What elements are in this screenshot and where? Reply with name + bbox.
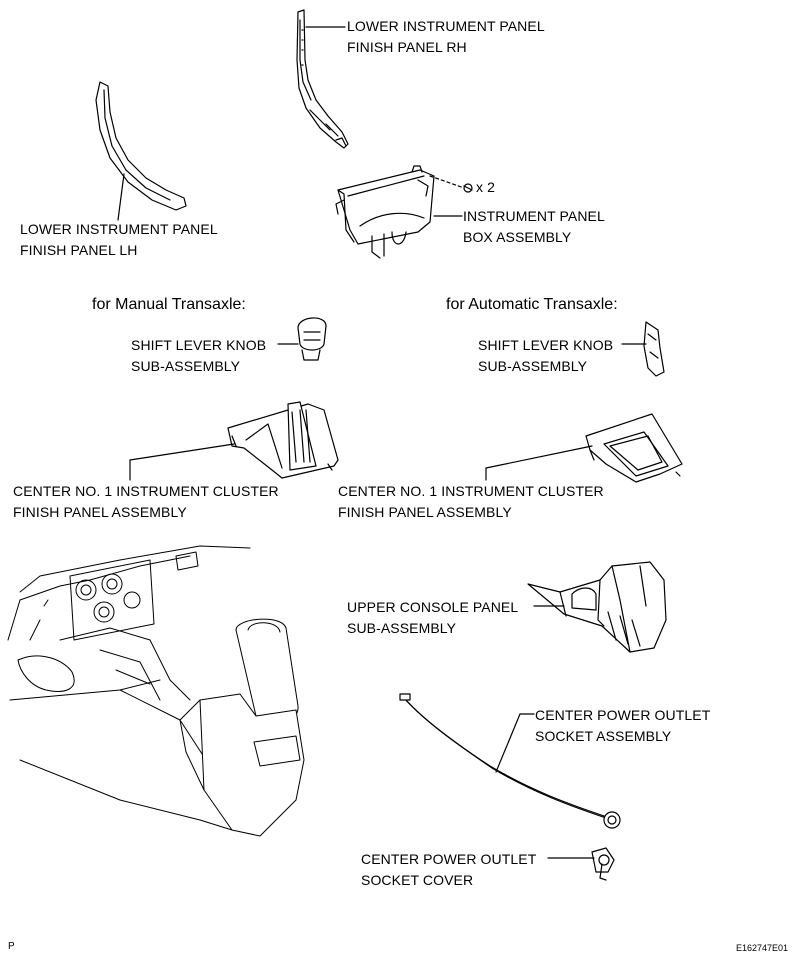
label-cluster-auto-line2: FINISH PANEL ASSEMBLY bbox=[338, 504, 512, 520]
finish-panel-lh-part bbox=[95, 81, 187, 211]
label-panel-lh-line2: FINISH PANEL LH bbox=[20, 242, 138, 258]
label-outlet-line1: CENTER POWER OUTLET bbox=[535, 707, 711, 723]
label-console: UPPER CONSOLE PANEL SUB-ASSEMBLY bbox=[347, 597, 518, 639]
label-box-line2: BOX ASSEMBLY bbox=[463, 229, 572, 245]
label-outlet-line2: SOCKET ASSEMBLY bbox=[535, 728, 672, 744]
label-console-line1: UPPER CONSOLE PANEL bbox=[347, 599, 519, 615]
label-outlet: CENTER POWER OUTLET SOCKET ASSEMBLY bbox=[535, 705, 710, 747]
socket-cover-part bbox=[591, 847, 615, 881]
label-screw-qty: x 2 bbox=[476, 179, 495, 195]
power-outlet-socket-part bbox=[399, 693, 621, 829]
cluster-panel-auto-part bbox=[585, 413, 683, 483]
label-cluster-manual-line2: FINISH PANEL ASSEMBLY bbox=[13, 504, 187, 520]
label-panel-lh-line1: LOWER INSTRUMENT PANEL bbox=[20, 221, 218, 237]
label-panel-lh: LOWER INSTRUMENT PANEL FINISH PANEL LH bbox=[20, 219, 218, 261]
label-socket-cover-line2: SOCKET COVER bbox=[361, 872, 474, 888]
header-automatic: for Automatic Transaxle: bbox=[446, 296, 618, 313]
shift-knob-manual-part bbox=[297, 317, 327, 361]
label-cluster-auto-line1: CENTER NO. 1 INSTRUMENT CLUSTER bbox=[338, 483, 604, 499]
leader-panel-lh bbox=[117, 173, 125, 221]
label-knob-auto-line2: SUB-ASSEMBLY bbox=[478, 358, 588, 374]
label-cluster-manual: CENTER NO. 1 INSTRUMENT CLUSTER FINISH P… bbox=[13, 481, 279, 523]
label-knob-manual-line2: SUB-ASSEMBLY bbox=[131, 358, 241, 374]
label-box-line1: INSTRUMENT PANEL bbox=[463, 208, 605, 224]
instrument-panel-box-part bbox=[335, 165, 435, 259]
label-panel-rh-line2: FINISH PANEL RH bbox=[347, 39, 467, 55]
label-socket-cover: CENTER POWER OUTLET SOCKET COVER bbox=[361, 849, 536, 891]
label-cluster-manual-line1: CENTER NO. 1 INSTRUMENT CLUSTER bbox=[13, 483, 279, 499]
label-console-line2: SUB-ASSEMBLY bbox=[347, 620, 457, 636]
label-panel-rh-line1: LOWER INSTRUMENT PANEL bbox=[347, 18, 545, 34]
footer-page-marker: P bbox=[8, 941, 15, 952]
label-knob-auto-line1: SHIFT LEVER KNOB bbox=[478, 337, 614, 353]
leader-outlet bbox=[495, 713, 521, 773]
label-panel-rh: LOWER INSTRUMENT PANEL FINISH PANEL RH bbox=[347, 16, 545, 58]
label-knob-manual-line1: SHIFT LEVER KNOB bbox=[131, 337, 267, 353]
label-knob-auto: SHIFT LEVER KNOB SUB-ASSEMBLY bbox=[478, 335, 613, 377]
finish-panel-rh-part bbox=[296, 9, 349, 149]
label-cluster-auto: CENTER NO. 1 INSTRUMENT CLUSTER FINISH P… bbox=[338, 481, 604, 523]
cluster-panel-manual-part bbox=[227, 401, 339, 479]
upper-console-panel-part bbox=[527, 561, 667, 653]
label-box: INSTRUMENT PANEL BOX ASSEMBLY bbox=[463, 206, 605, 248]
shift-knob-auto-part bbox=[643, 321, 665, 377]
header-manual: for Manual Transaxle: bbox=[92, 296, 246, 313]
label-knob-manual: SHIFT LEVER KNOB SUB-ASSEMBLY bbox=[131, 335, 266, 377]
label-socket-cover-line1: CENTER POWER OUTLET bbox=[361, 851, 537, 867]
vehicle-interior-view bbox=[7, 545, 305, 837]
footer-illustration-code: E162747E01 bbox=[736, 943, 789, 953]
screw-part bbox=[429, 175, 473, 193]
